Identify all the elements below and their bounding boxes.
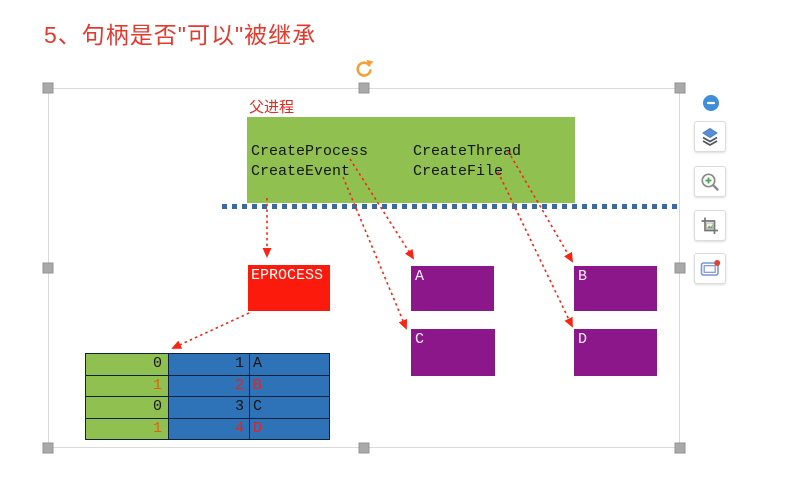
selection-handle-top-center[interactable] — [358, 82, 370, 94]
parent-process-box — [247, 117, 575, 203]
handle-box-d: D — [574, 329, 657, 376]
rotate-handle-icon[interactable] — [353, 59, 375, 81]
selection-handle-top-right[interactable] — [674, 82, 686, 94]
table-cell-name: A — [250, 354, 329, 375]
table-cell-flag: 1 — [86, 375, 168, 396]
zoom-in-icon — [701, 172, 719, 191]
handle-box-c: C — [411, 329, 495, 376]
selection-handle-bottom-center[interactable] — [358, 442, 370, 454]
crop-button[interactable] — [694, 210, 726, 241]
handle-box-b: B — [574, 266, 657, 311]
zoom-button[interactable] — [694, 166, 726, 197]
eprocess-box: EPROCESS — [248, 265, 330, 311]
screenshot-frame-icon — [700, 259, 721, 276]
table-cell-flag: 0 — [86, 397, 168, 418]
table-cell-index: 2 — [169, 375, 249, 396]
selection-handle-bottom-right[interactable] — [674, 442, 686, 454]
selection-handle-middle-left[interactable] — [42, 262, 54, 274]
layers-button[interactable] — [694, 121, 726, 152]
selection-handle-bottom-left[interactable] — [42, 442, 54, 454]
table-cell-flag: 1 — [86, 418, 168, 439]
crop-icon — [701, 217, 718, 234]
parent-process-label: 父进程 — [249, 99, 295, 116]
table-cell-flag: 0 — [86, 354, 168, 375]
table-row: 0 1 A — [86, 354, 329, 375]
fn-createprocess: CreateProcess — [251, 143, 369, 160]
table-cell-name: D — [250, 418, 329, 439]
page-title[interactable]: 5、句柄是否"可以"被继承 — [44, 22, 317, 48]
handle-table: 0 1 A 1 2 B 0 3 C 1 4 D — [85, 353, 330, 440]
table-row: 1 4 D — [86, 418, 329, 439]
collapse-toolbar-button[interactable] — [703, 95, 719, 111]
minus-collapse-icon — [703, 95, 719, 111]
layers-icon — [702, 127, 718, 146]
selection-handle-middle-right[interactable] — [674, 262, 686, 274]
table-cell-index: 3 — [169, 397, 249, 418]
fn-createthread: CreateThread — [413, 143, 522, 160]
table-row: 0 3 C — [86, 397, 329, 418]
table-cell-index: 4 — [169, 418, 249, 439]
screenshot-button[interactable] — [694, 253, 726, 284]
fn-createfile: CreateFile — [413, 163, 504, 180]
table-cell-name: B — [250, 375, 329, 396]
table-cell-index: 1 — [169, 354, 249, 375]
selection-handle-top-left[interactable] — [42, 82, 54, 94]
table-cell-name: C — [250, 397, 329, 418]
handle-box-a: A — [411, 266, 494, 311]
fn-createevent: CreateEvent — [251, 163, 351, 180]
table-row: 1 2 B — [86, 375, 329, 396]
kernel-boundary-dotted-line — [222, 204, 678, 209]
